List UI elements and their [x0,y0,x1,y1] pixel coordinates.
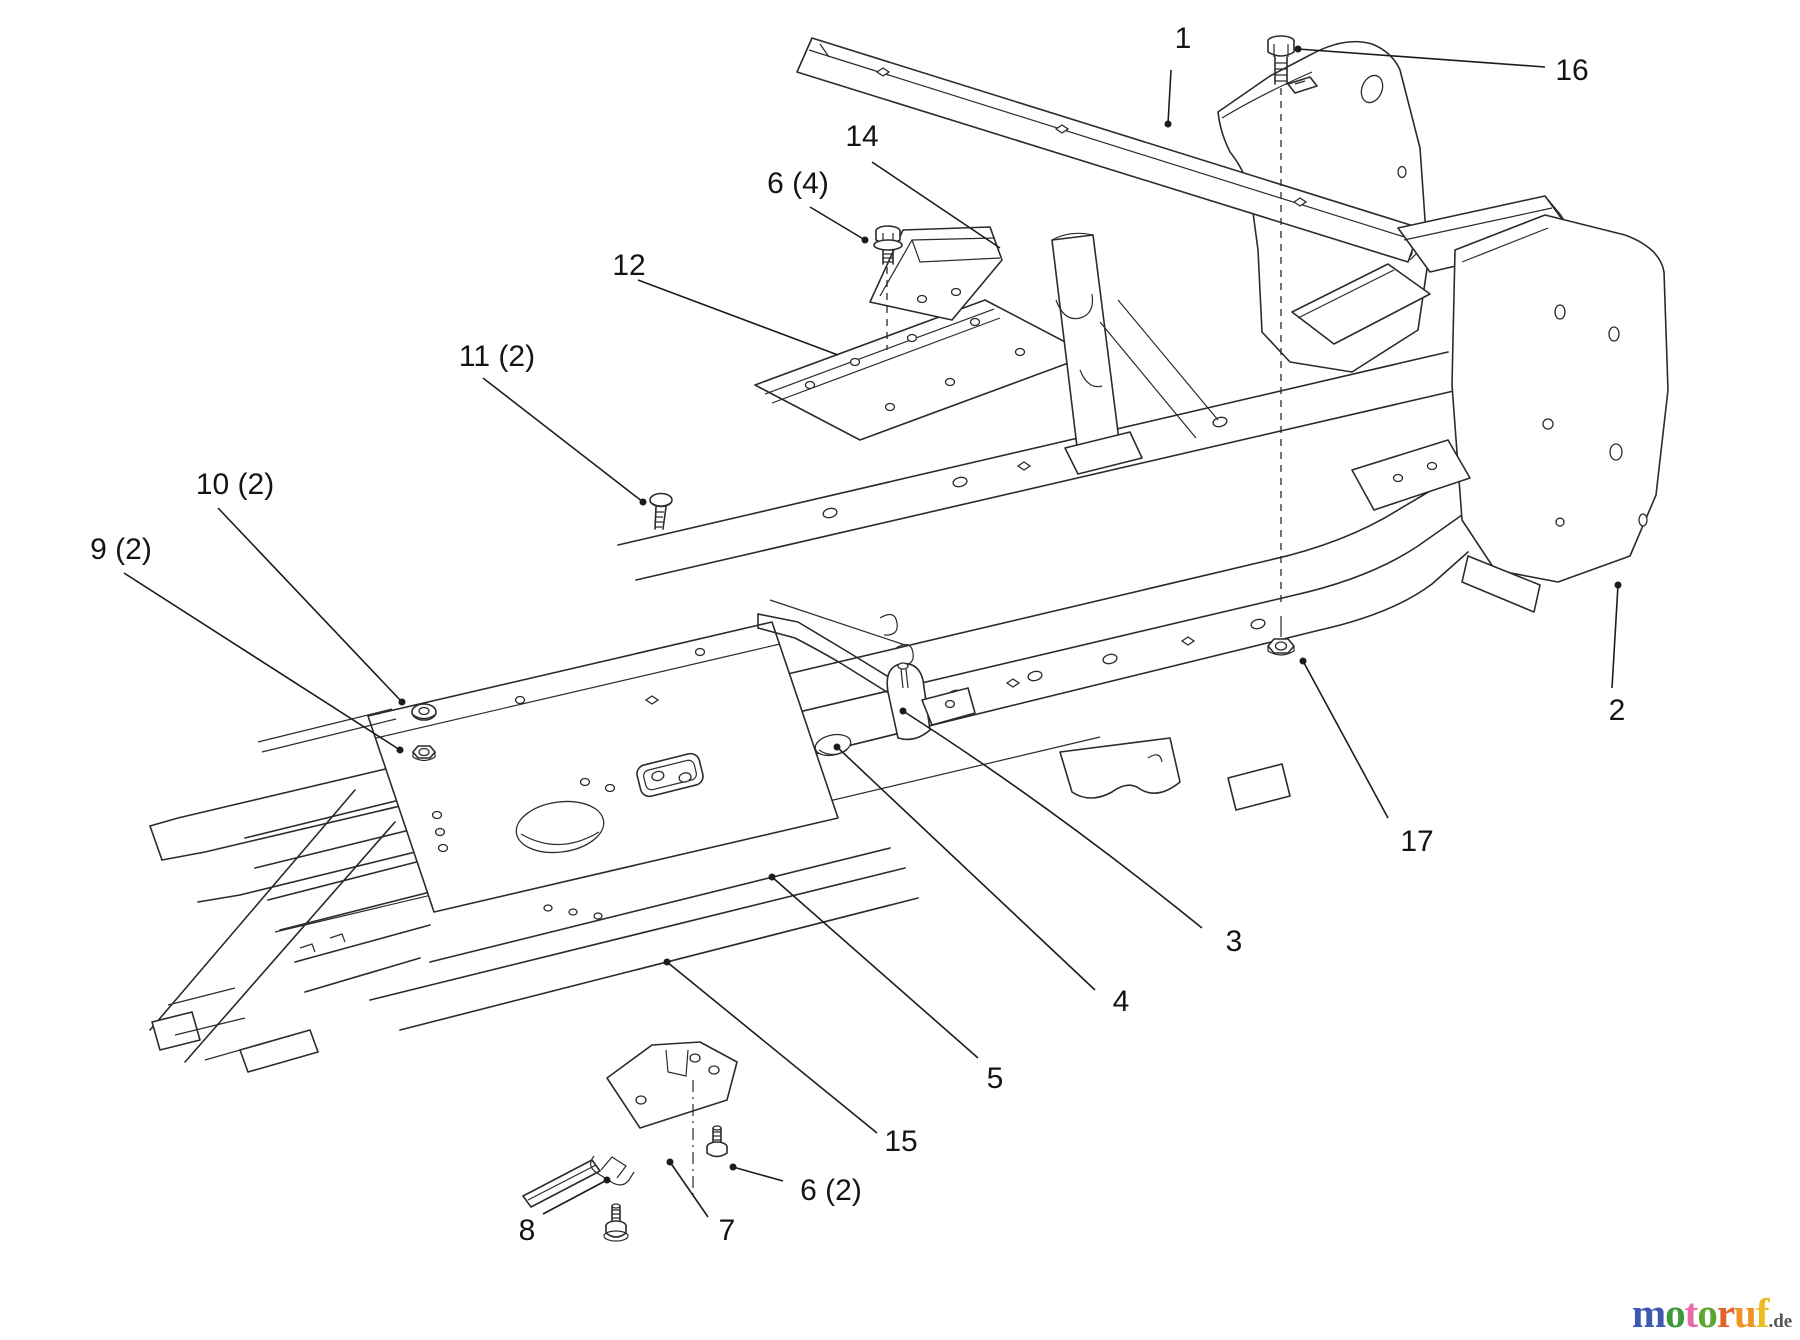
logo-letter: m [1632,1290,1666,1336]
callout-2: 2 [1609,694,1626,727]
main-frame-rail [149,477,1469,1031]
callout-10-2: 10 (2) [196,468,274,501]
screw-11 [649,492,673,530]
callout-8: 8 [519,1214,536,1247]
nut-17 [1267,638,1295,656]
callout-5: 5 [987,1062,1004,1095]
front-frame-section [149,789,603,1073]
rear-assembly [1351,195,1669,613]
callout-1: 1 [1175,22,1192,55]
logo-letter: o [1665,1290,1685,1336]
callout-9-2: 9 (2) [90,533,152,566]
callout-4: 4 [1113,985,1130,1018]
callout-3: 3 [1226,925,1243,958]
mid-brackets [1059,737,1291,811]
plate-12 [754,299,1091,441]
washer-10 [411,703,437,721]
callout-14: 14 [845,120,878,153]
logo-suffix: .de [1768,1311,1793,1332]
callout-16: 16 [1555,54,1588,87]
bolt-6-2 [706,1125,728,1158]
support-strip-1 [796,37,1423,263]
logo-letter: r [1716,1290,1735,1336]
callout-15: 15 [884,1125,917,1158]
logo-letter: o [1697,1290,1717,1336]
logo-letter: t [1684,1290,1699,1336]
callout-11-2: 11 (2) [459,340,535,373]
support-channel [1051,232,1219,475]
mounting-plate [257,621,839,913]
center-strut [757,599,976,741]
callout-labels: 1 16 14 6 (4) 12 11 (2) 10 (2) 9 (2) 2 1… [90,22,1625,1247]
motoruf-logo[interactable]: motoruf.de [1632,1290,1800,1336]
bolt-16 [1267,35,1295,85]
assembly-axis-lines [692,88,1282,1200]
bracket-14 [869,226,1003,321]
bottom-bracket-assembly [522,1041,738,1208]
callout-6-2: 6 (2) [800,1174,862,1207]
logo-letter: u [1734,1290,1757,1336]
callout-17: 17 [1400,825,1433,858]
callout-12: 12 [612,249,645,282]
callout-7: 7 [719,1214,736,1247]
bolt-6-4 [873,225,903,265]
bolt-7-area [603,1203,629,1242]
nut-9 [412,745,436,762]
leader-lines [123,45,1622,1218]
logo-letter: f [1755,1290,1770,1336]
callout-6-4: 6 (4) [767,167,829,200]
far-frame-rail [617,351,1459,581]
